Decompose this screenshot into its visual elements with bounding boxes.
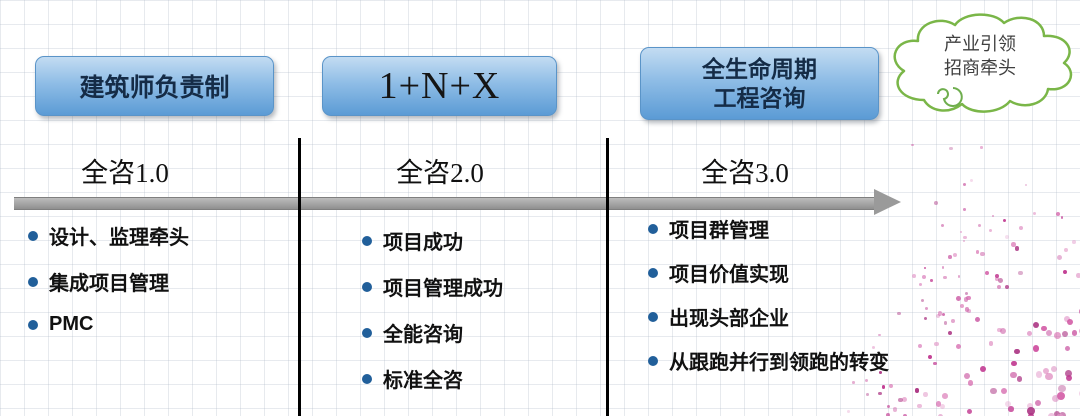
stage2-label: 全咨2.0 xyxy=(396,158,484,188)
list-item-label: 集成项目管理 xyxy=(49,273,169,295)
stage3-header-line1: 全生命周期 xyxy=(702,55,817,82)
bullet-icon xyxy=(362,281,372,292)
divider-line-1 xyxy=(298,138,301,416)
bullet-icon xyxy=(648,311,658,322)
bullet-icon xyxy=(362,327,372,338)
cloud-callout: 产业引领 招商牵头 xyxy=(878,8,1080,122)
list-item-label: 从跟跑并行到领跑的转变 xyxy=(669,352,889,374)
bullet-icon xyxy=(28,319,38,330)
list-item: 集成项目管理 xyxy=(28,267,189,296)
cloud-text: 产业引领 招商牵头 xyxy=(878,32,1080,81)
list-item-label: 项目价值实现 xyxy=(669,264,789,286)
list-item: 出现头部企业 xyxy=(648,302,889,331)
list-item: 项目成功 xyxy=(362,226,503,255)
bullet-icon xyxy=(648,355,658,366)
list-item: 项目管理成功 xyxy=(362,272,503,301)
spiral-icon xyxy=(937,87,963,107)
bullet-icon xyxy=(362,373,372,384)
stage2-header-box: 1+N+X xyxy=(322,56,557,116)
list-item-label: 项目群管理 xyxy=(669,220,769,242)
stage1-header-box: 建筑师负责制 xyxy=(35,56,274,116)
stage2-list: 项目成功 项目管理成功 全能咨询 标准全咨 xyxy=(362,226,503,410)
list-item: 项目价值实现 xyxy=(648,258,889,287)
divider-line-2 xyxy=(606,138,609,416)
stage2-header-label: 1+N+X xyxy=(378,65,501,107)
stage3-header-box: 全生命周期 工程咨询 xyxy=(640,47,879,120)
stage3-list: 项目群管理 项目价值实现 出现头部企业 从跟跑并行到领跑的转变 xyxy=(648,214,889,390)
cloud-text-line2: 招商牵头 xyxy=(944,58,1016,79)
list-item-label: 项目管理成功 xyxy=(383,278,503,300)
bullet-icon xyxy=(648,223,658,234)
stage3-label: 全咨3.0 xyxy=(701,158,789,188)
list-item: 全能咨询 xyxy=(362,318,503,347)
stage1-list: 设计、监理牵头 集成项目管理 PMC xyxy=(28,221,189,353)
bullet-icon xyxy=(28,276,38,287)
list-item: 标准全咨 xyxy=(362,364,503,393)
list-item-label: 出现头部企业 xyxy=(669,308,789,330)
list-item-label: 项目成功 xyxy=(383,232,463,254)
stage3-header-line2: 工程咨询 xyxy=(713,84,806,111)
list-item-label: 全能咨询 xyxy=(383,324,463,346)
bullet-icon xyxy=(28,230,38,241)
stage1-header-label: 建筑师负责制 xyxy=(79,74,230,102)
list-item: PMC xyxy=(28,313,189,336)
cloud-text-line1: 产业引领 xyxy=(944,34,1016,54)
list-item: 从跟跑并行到领跑的转变 xyxy=(648,346,889,375)
bullet-icon xyxy=(648,267,658,278)
timeline-arrow xyxy=(14,197,876,210)
stage1-label: 全咨1.0 xyxy=(81,158,169,188)
list-item-label: 设计、监理牵头 xyxy=(49,227,189,249)
bullet-icon xyxy=(362,235,372,246)
timeline-arrow-head-icon xyxy=(874,189,901,215)
list-item: 项目群管理 xyxy=(648,214,889,243)
list-item-label: 标准全咨 xyxy=(383,370,463,392)
cloud-shape-icon xyxy=(893,13,1073,113)
list-item-label: PMC xyxy=(49,313,94,335)
list-item: 设计、监理牵头 xyxy=(28,221,189,250)
